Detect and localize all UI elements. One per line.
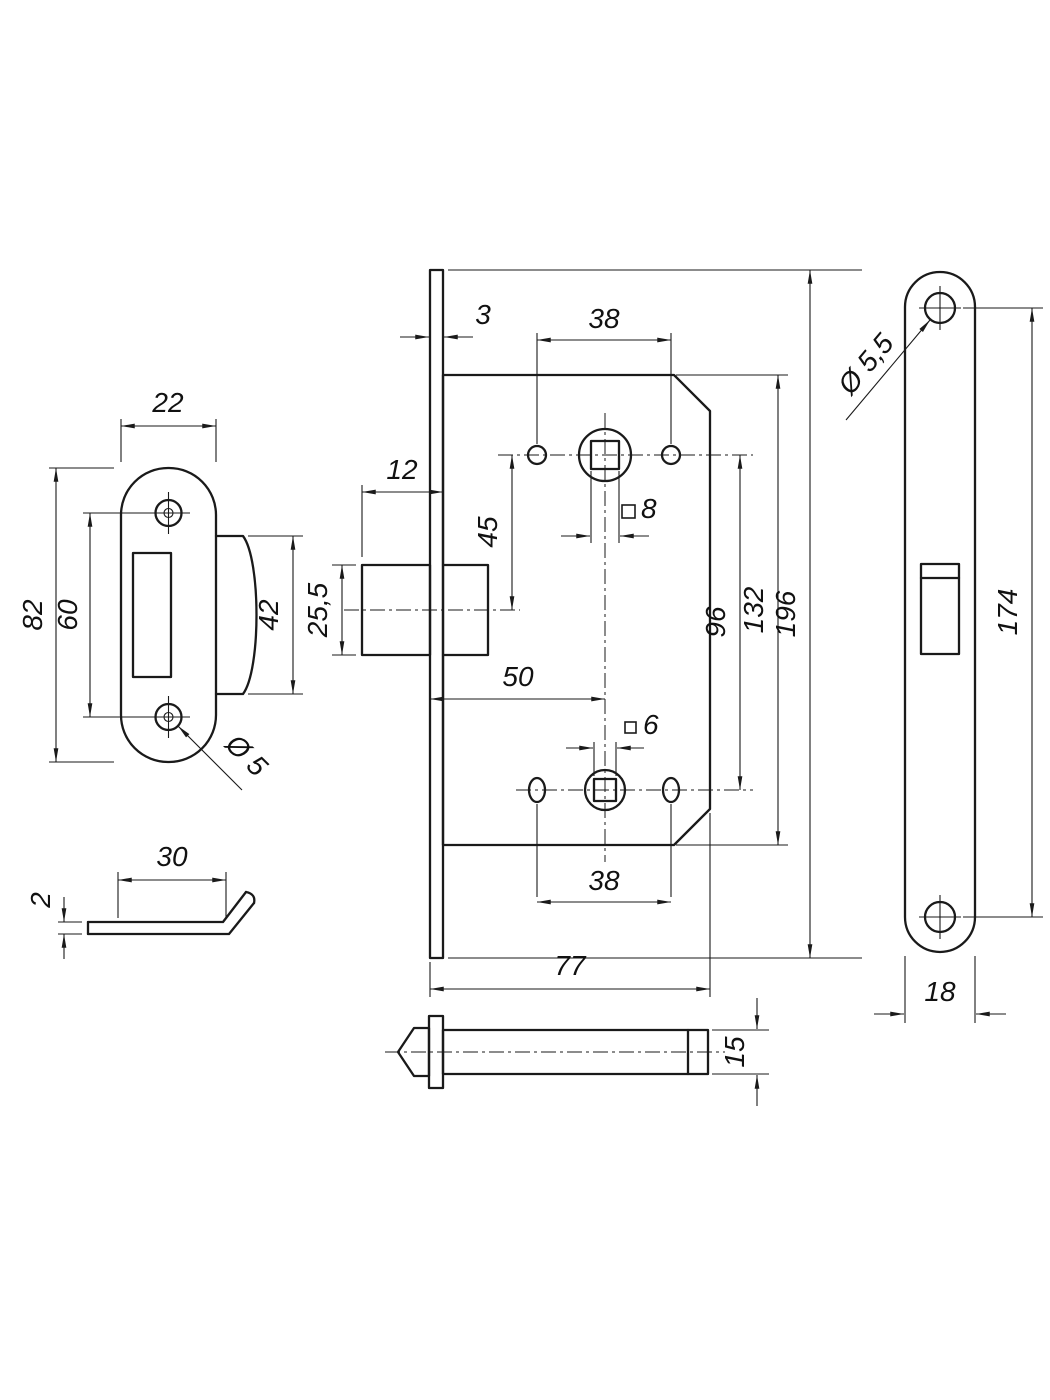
fixing-hole	[526, 444, 548, 466]
dim-bottom-hole-spacing: 38	[536, 804, 672, 905]
dim-strike-screw-spacing: 60	[52, 513, 93, 717]
bracket-view: 30 2	[25, 841, 256, 959]
dim-top-square: 8	[561, 471, 657, 543]
strike-tab	[214, 534, 258, 696]
dim-total-height: 196	[448, 269, 862, 959]
spindle-square-6	[592, 777, 618, 803]
dim-top-hole-spacing: 38	[536, 303, 672, 444]
dim-spindle-spacing: 96	[700, 455, 743, 790]
faceplate-latch-window	[919, 562, 961, 656]
latch-tube	[441, 1028, 710, 1076]
lock-case-outline	[441, 373, 712, 847]
bracket-tip	[244, 890, 256, 905]
spindle-square-8	[589, 439, 621, 471]
dim-spindle-to-latch: 45	[472, 455, 515, 610]
fixing-hole	[660, 444, 682, 466]
dim-bottom-square: 6	[566, 709, 659, 776]
dim-label-15: 15	[719, 1036, 750, 1068]
dim-latch-protrusion: 12	[361, 454, 443, 557]
dim-label-82: 82	[17, 599, 48, 631]
bracket-bottom-surface	[86, 901, 256, 936]
dim-label-174: 174	[992, 589, 1023, 636]
spindle-hole-bottom	[583, 768, 627, 812]
dim-latch-height: 25,5	[302, 564, 356, 656]
dim-label-196: 196	[770, 590, 801, 637]
slot-hole	[661, 776, 681, 804]
dim-label-45: 45	[472, 516, 503, 548]
dim-latch-diameter: 15	[712, 998, 769, 1106]
dim-body-depth: 77	[429, 813, 711, 997]
dim-label-60: 60	[52, 599, 83, 631]
bracket-top-surface	[86, 890, 248, 924]
dim-label-18: 18	[924, 976, 956, 1007]
faceplate-view: Ø 5,5 174 18	[831, 270, 1043, 1023]
dim-label-2: 2	[25, 892, 56, 909]
dim-label-square-8: 8	[641, 493, 657, 524]
dim-faceplate-screw-spacing: 174	[963, 307, 1043, 918]
dim-faceplate-hole-diameter: Ø 5,5	[831, 319, 931, 421]
dim-faceplate-thickness: 3	[400, 299, 491, 340]
spindle-hole-top	[577, 427, 633, 483]
dim-strike-tab-height: 42	[248, 535, 303, 695]
dim-label-dia5-5: Ø 5,5	[831, 327, 900, 400]
dim-backset: 50	[430, 661, 605, 702]
dim-strike-height: 82	[17, 467, 114, 763]
dim-label-25-5: 25,5	[302, 582, 333, 638]
dim-strike-hole-diameter: Ø 5	[177, 725, 274, 791]
dim-label-12: 12	[386, 454, 418, 485]
latch-side-view: 15	[385, 998, 769, 1106]
dim-faceplate-width: 18	[874, 956, 1006, 1023]
faceplate-outline	[903, 270, 977, 954]
dim-strike-width: 22	[120, 387, 217, 462]
lock-body-view: 3 38 12 45 8	[302, 268, 862, 997]
dim-bracket-thickness: 2	[25, 892, 82, 959]
dim-label-132: 132	[738, 586, 769, 633]
dim-label-42: 42	[253, 599, 284, 631]
dim-label-22: 22	[151, 387, 184, 418]
dim-label-3: 3	[475, 299, 491, 330]
dim-label-96: 96	[700, 606, 731, 638]
dim-label-dia5: Ø 5	[219, 728, 274, 783]
dim-label-38-bottom: 38	[588, 865, 620, 896]
dim-label-38-top: 38	[588, 303, 620, 334]
strike-plate-outline	[119, 466, 218, 764]
dim-label-30: 30	[156, 841, 188, 872]
square-symbol	[624, 721, 637, 734]
slot-hole	[527, 776, 547, 804]
strike-plate-view: 22 82 60 42 Ø 5	[17, 387, 303, 791]
dim-body-height: 132	[676, 374, 788, 846]
dim-label-square-6: 6	[643, 709, 659, 740]
dim-bracket-length: 30	[117, 841, 227, 918]
latch-body	[441, 563, 490, 657]
latch-head	[360, 563, 432, 657]
square-symbol	[621, 504, 636, 519]
latch-tip	[396, 1026, 431, 1078]
strike-cutout	[131, 551, 173, 679]
dim-label-50: 50	[502, 661, 534, 692]
faceplate-edge-strip	[428, 268, 445, 960]
dim-label-77: 77	[554, 950, 587, 981]
